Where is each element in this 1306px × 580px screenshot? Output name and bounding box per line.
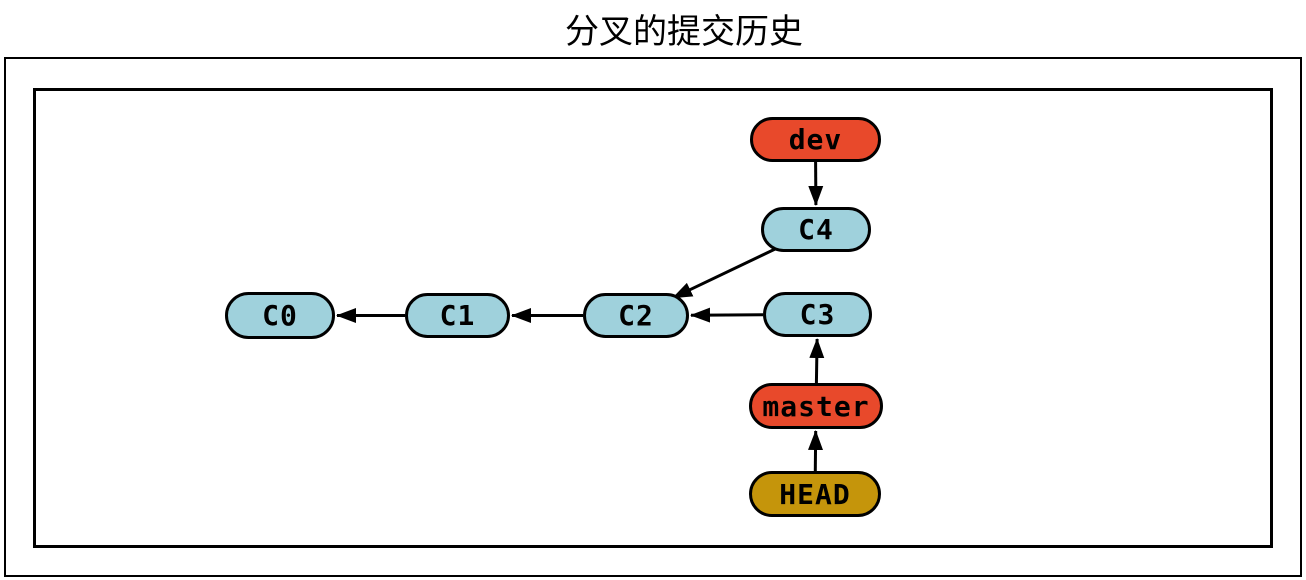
- commit-label: C1: [439, 299, 476, 332]
- diagram-title: 分叉的提交历史: [565, 12, 803, 52]
- commit-node-c0: C0: [225, 292, 335, 339]
- branch-node-master: master: [749, 383, 883, 429]
- commit-label: C2: [618, 299, 654, 332]
- commit-label: C0: [262, 299, 298, 332]
- outer-frame: [4, 57, 1302, 577]
- branch-node-dev: dev: [750, 117, 881, 162]
- commit-node-c3: C3: [763, 292, 872, 337]
- commit-label: C4: [798, 213, 834, 246]
- commit-node-c2: C2: [583, 293, 689, 338]
- head-label: HEAD: [779, 477, 851, 511]
- branch-label: master: [762, 389, 870, 423]
- head-node: HEAD: [749, 471, 881, 517]
- commit-node-c1: C1: [405, 293, 510, 338]
- inner-frame: [33, 88, 1273, 548]
- branch-label: dev: [788, 123, 843, 156]
- commit-label: C3: [799, 298, 836, 331]
- commit-node-c4: C4: [761, 207, 871, 252]
